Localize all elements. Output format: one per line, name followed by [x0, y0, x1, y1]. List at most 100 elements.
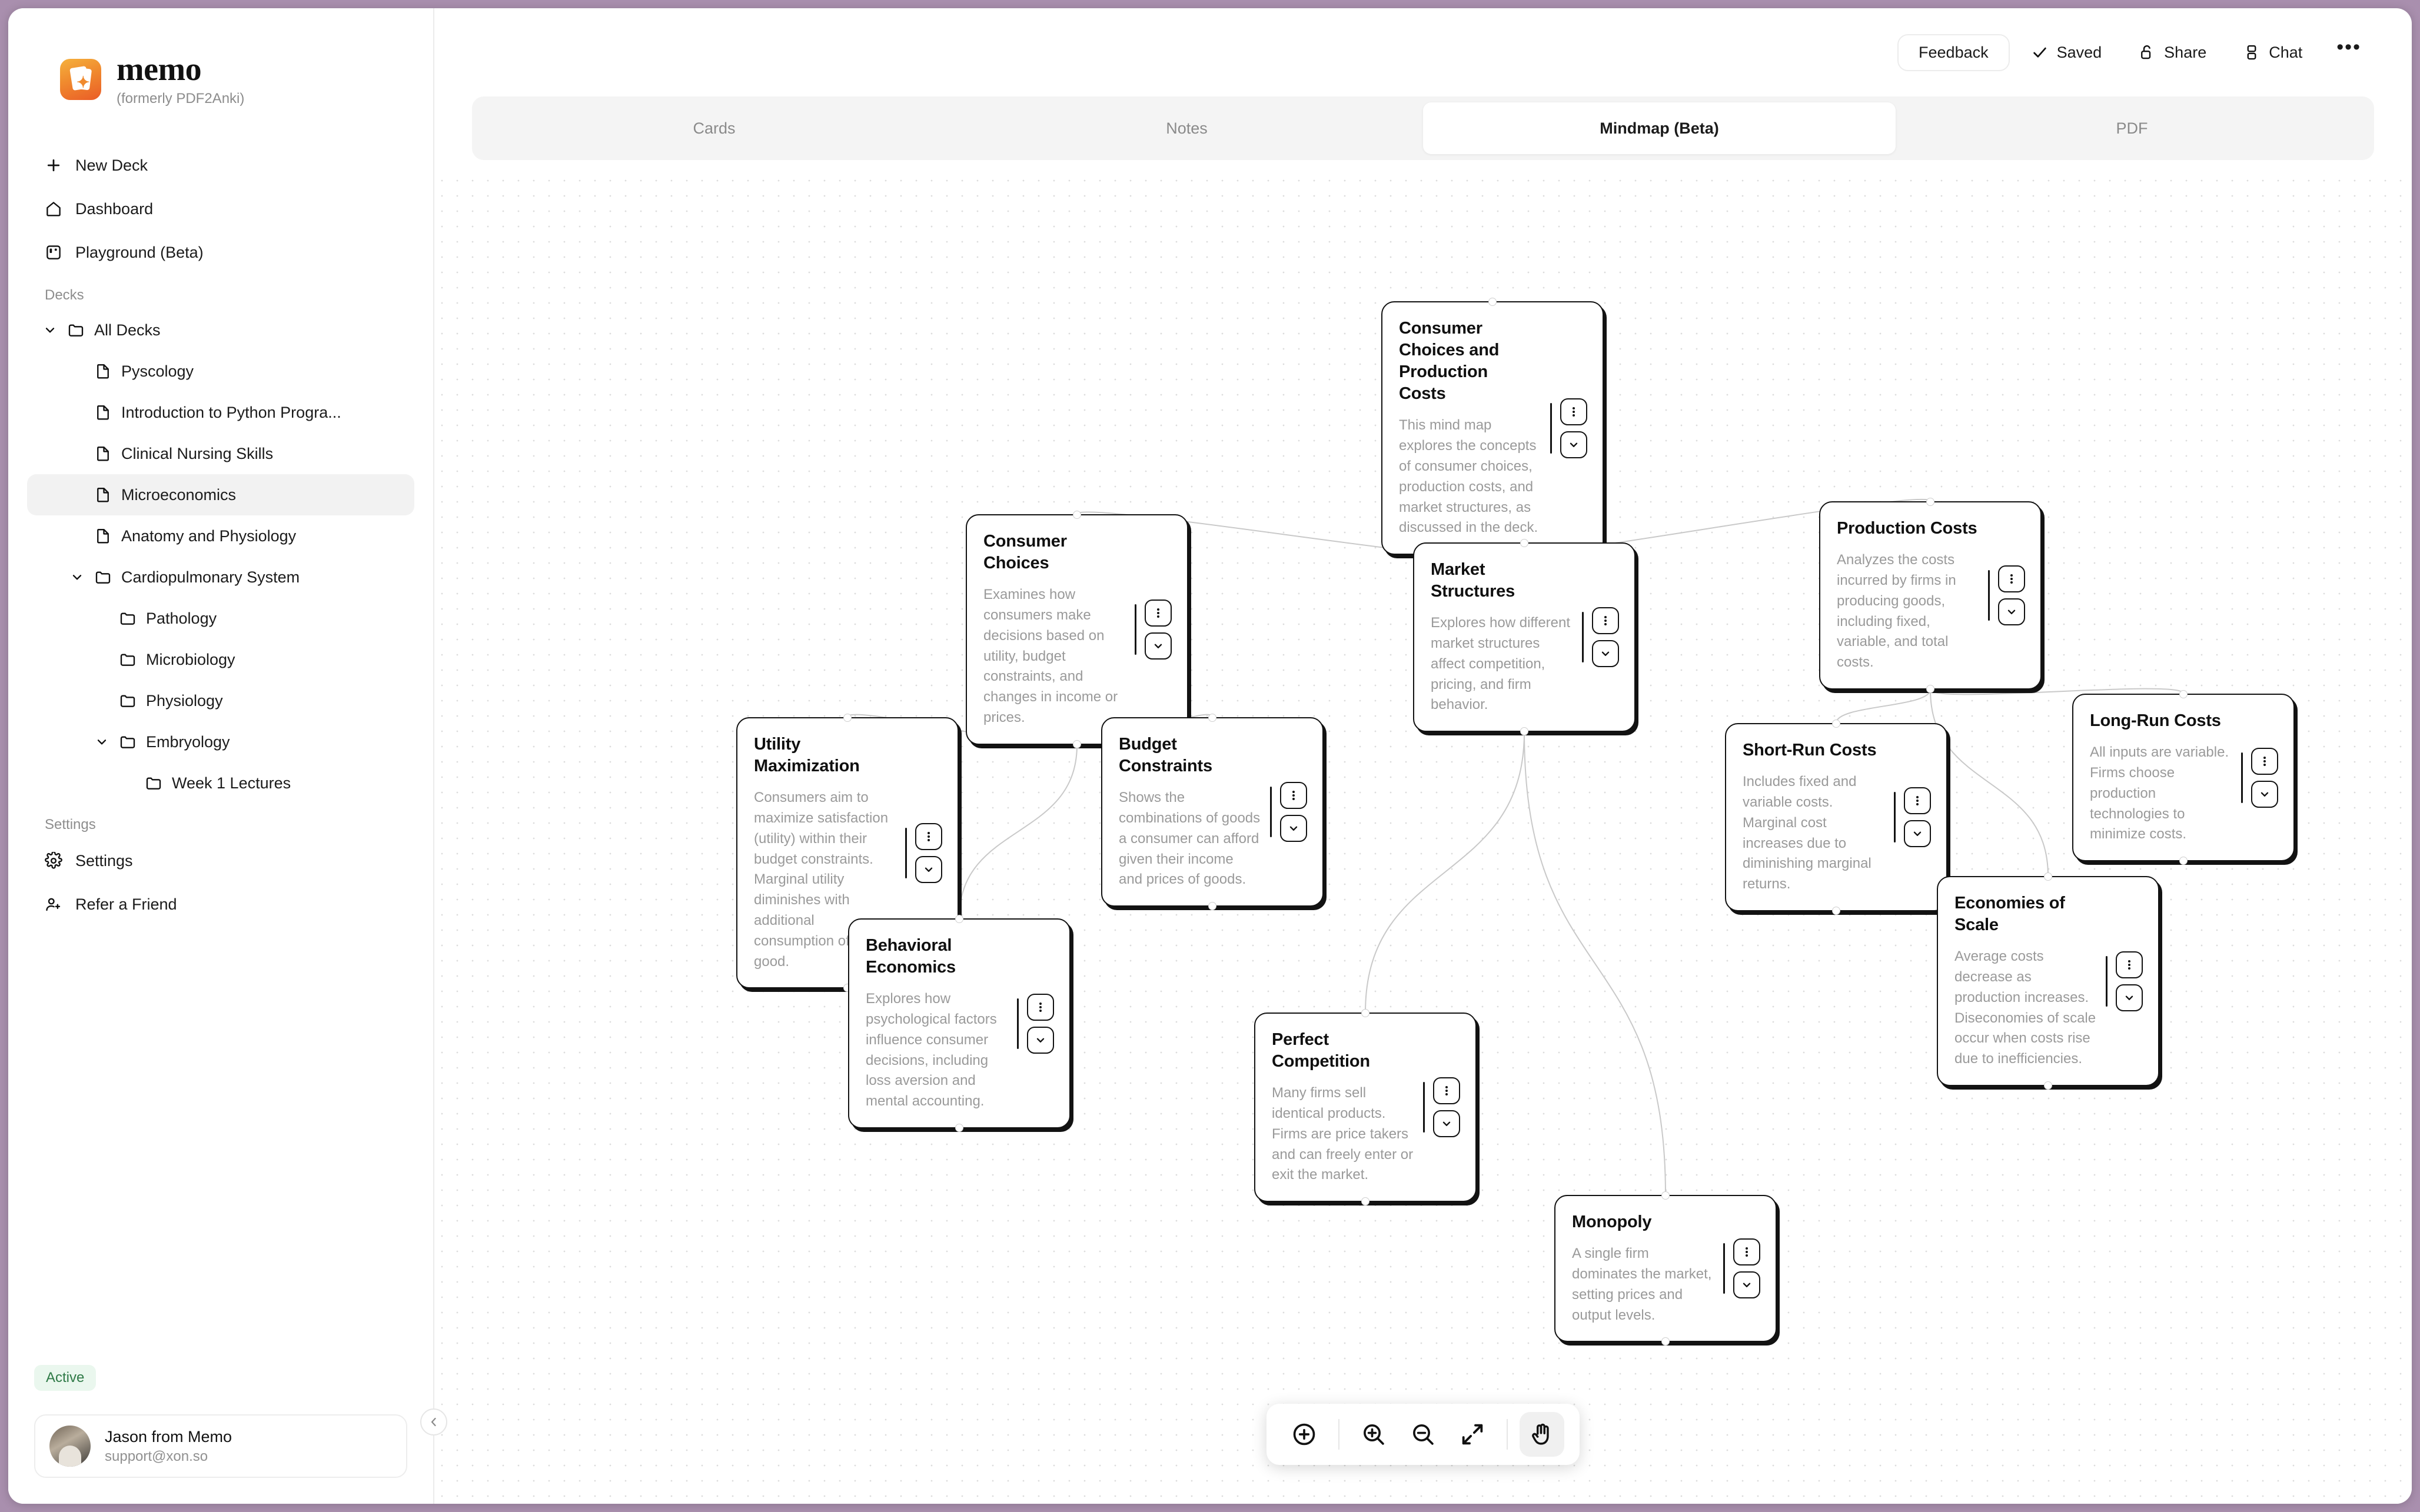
- node-menu-button[interactable]: [1027, 993, 1054, 1021]
- node-title: Consumer Choices: [983, 532, 1067, 573]
- node-control-divider: [1894, 791, 1896, 842]
- deck-tree-item-cardiopulmonary-system[interactable]: Cardiopulmonary System: [27, 557, 414, 598]
- chevron-down-icon[interactable]: [42, 322, 58, 338]
- node-menu-button[interactable]: [1733, 1238, 1760, 1266]
- tab-cards[interactable]: Cards: [693, 119, 736, 137]
- collapse-sidebar-button[interactable]: [420, 1408, 447, 1436]
- node-title: Perfect Competition: [1272, 1030, 1370, 1071]
- node-expand-button[interactable]: [1998, 598, 2025, 625]
- sidebar-item-new-deck[interactable]: New Deck: [27, 144, 414, 187]
- toolbar-divider: [1507, 1419, 1508, 1450]
- node-menu-button[interactable]: [1433, 1077, 1460, 1105]
- user-plus-icon: [45, 895, 62, 913]
- kebab-icon: [1573, 406, 1575, 418]
- chevron-down-icon: [2125, 995, 2133, 1000]
- pan-tool-button[interactable]: [1520, 1412, 1564, 1457]
- mindmap-edge: [1930, 689, 2049, 877]
- node-port-bottom: [955, 1124, 963, 1132]
- node-control-divider: [1135, 604, 1136, 655]
- deck-tree-item-microeconomics[interactable]: Microeconomics: [27, 474, 414, 516]
- deck-tree-item-physiology[interactable]: Physiology: [27, 680, 414, 721]
- node-port-top: [1832, 720, 1840, 728]
- node-expand-button[interactable]: [1280, 815, 1307, 842]
- settings-section-label: Settings: [45, 817, 96, 833]
- node-description: Examines how consumers make decisions ba…: [983, 587, 1118, 725]
- chevron-down-icon[interactable]: [94, 734, 109, 750]
- node-menu-button[interactable]: [1560, 398, 1587, 425]
- deck-tree-item-pyscology[interactable]: Pyscology: [27, 351, 414, 392]
- kebab-icon: [1746, 1246, 1748, 1258]
- sidebar-item-refer-a-friend[interactable]: Refer a Friend: [27, 882, 414, 926]
- share-label: Share: [2164, 43, 2207, 61]
- folder-icon: [119, 651, 137, 668]
- sidebar-item-settings[interactable]: Settings: [27, 839, 414, 882]
- file-icon: [94, 527, 112, 545]
- more-options-button[interactable]: •••: [2336, 36, 2361, 59]
- feedback-button[interactable]: Feedback: [1897, 34, 2010, 71]
- chevron-down-icon[interactable]: [69, 570, 85, 585]
- node-controls: [1550, 398, 1587, 458]
- node-menu-button[interactable]: [915, 822, 942, 850]
- kebab-icon: [1157, 607, 1159, 619]
- node-expand-button[interactable]: [1027, 1026, 1054, 1054]
- node-menu-button[interactable]: [2251, 747, 2278, 775]
- deck-tree-item-all-decks[interactable]: All Decks: [27, 309, 414, 351]
- deck-tree-item-label: Cardiopulmonary System: [121, 568, 300, 586]
- fit-view-button[interactable]: [1450, 1412, 1495, 1457]
- node-menu-button[interactable]: [1145, 599, 1172, 627]
- sidebar-item-playground[interactable]: Playground (Beta): [27, 231, 414, 274]
- toolbar-divider: [1338, 1419, 1339, 1450]
- node-port-top: [955, 915, 963, 923]
- node-expand-button[interactable]: [1433, 1110, 1460, 1138]
- node-description: All inputs are variable. Firms choose pr…: [2090, 744, 2229, 842]
- node-menu-button[interactable]: [1998, 565, 2025, 592]
- deck-tree-item-week-1-lectures[interactable]: Week 1 Lectures: [27, 762, 414, 804]
- share-button[interactable]: Share: [2123, 35, 2222, 70]
- node-expand-button[interactable]: [1145, 632, 1172, 660]
- tab-mindmap-beta[interactable]: Mindmap (Beta): [1423, 102, 1896, 154]
- deck-tree-item-pathology[interactable]: Pathology: [27, 598, 414, 639]
- node-expand-button[interactable]: [915, 855, 942, 883]
- node-expand-button[interactable]: [2251, 780, 2278, 808]
- deck-tree-item-anatomy-and-physiology[interactable]: Anatomy and Physiology: [27, 515, 414, 557]
- chat-button[interactable]: Chat: [2228, 35, 2318, 70]
- node-menu-button[interactable]: [2116, 951, 2143, 978]
- node-menu-button[interactable]: [1592, 607, 1619, 635]
- node-expand-button[interactable]: [1733, 1271, 1760, 1299]
- user-account-card[interactable]: Jason from Memo support@xon.so: [34, 1414, 407, 1478]
- node-menu-button[interactable]: [1280, 782, 1307, 810]
- deck-tree-item-embryology[interactable]: Embryology: [27, 721, 414, 762]
- node-title: Short-Run Costs: [1743, 741, 1877, 760]
- node-expand-button[interactable]: [2116, 984, 2143, 1011]
- brand[interactable]: ✦ memo (formerly PDF2Anki): [8, 8, 433, 107]
- kebab-icon: [2010, 573, 2013, 585]
- node-expand-button[interactable]: [1592, 640, 1619, 668]
- deck-tree-item-clinical-nursing-skills[interactable]: Clinical Nursing Skills: [27, 433, 414, 474]
- sidebar-item-dashboard[interactable]: Dashboard: [27, 187, 414, 231]
- deck-tree-item-microbiology[interactable]: Microbiology: [27, 639, 414, 680]
- tab-pdf[interactable]: PDF: [2116, 119, 2148, 137]
- zoom-in-button[interactable]: [1351, 1412, 1396, 1457]
- node-menu-button[interactable]: [1904, 787, 1931, 814]
- zoom-out-button[interactable]: [1401, 1412, 1445, 1457]
- check-icon: [2033, 47, 2046, 58]
- add-node-button[interactable]: [1282, 1412, 1327, 1457]
- deck-tree-item-introduction-to-python-progra[interactable]: Introduction to Python Progra...: [27, 392, 414, 433]
- node-controls: [1582, 607, 1619, 668]
- node-expand-button[interactable]: [1560, 431, 1587, 458]
- node-expand-button[interactable]: [1904, 820, 1931, 847]
- tab-notes[interactable]: Notes: [1166, 119, 1208, 137]
